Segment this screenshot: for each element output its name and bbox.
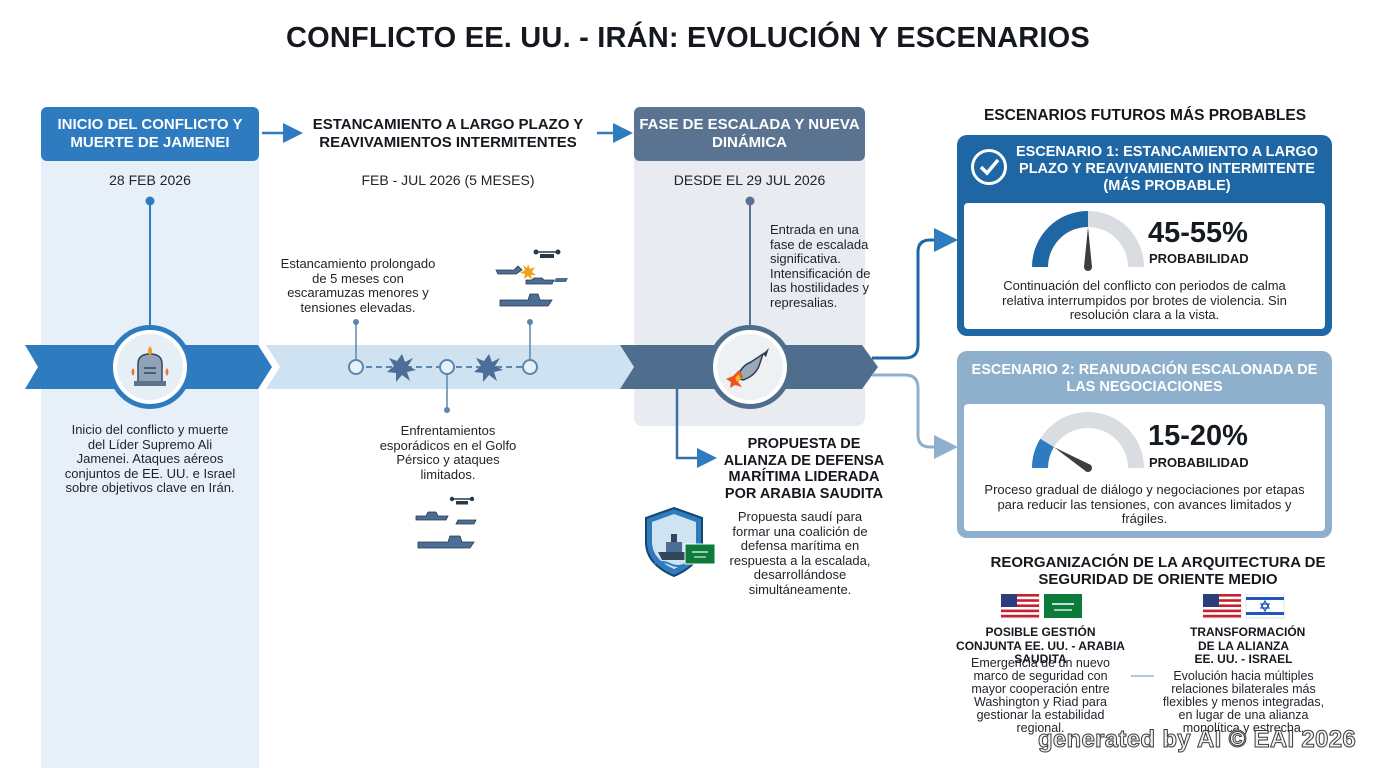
phase-3-icon-badge (708, 325, 792, 409)
saudi-proposal-title: PROPUESTA DE ALIANZA DE DEFENSA MARÍTIMA… (723, 436, 885, 502)
us-flag-icon (1001, 594, 1040, 619)
scenario-2-probability-label: PROBABILIDAD (1149, 455, 1249, 470)
saudi-flag-icon (1044, 594, 1082, 618)
gauge-icon (1032, 211, 1144, 271)
reorganization-title: REORGANIZACIÓN DE LA ARQUITECTURA DE SEG… (990, 554, 1326, 588)
scenario-2-percent: 15-20% (1148, 420, 1248, 452)
scenarios-title: ESCENARIOS FUTUROS MÁS PROBABLES (983, 107, 1307, 124)
reorganization-item-2-description: Evolución hacia múltiples relaciones bil… (1162, 669, 1325, 735)
warship-icon (415, 496, 477, 549)
phase-3-header: FASE DE ESCALADA Y NUEVA DINÁMICA (634, 107, 865, 161)
scenario-1-card: ESCENARIO 1: ESTANCAMIENTO A LARGO PLAZO… (957, 135, 1332, 336)
scenario-1-body: 45-55% PROBABILIDAD Continuación del con… (964, 203, 1325, 329)
flags-us-israel (1203, 594, 1285, 619)
tombstone-icon (117, 334, 183, 400)
us-flag-icon (1203, 594, 1242, 619)
phase-3-description: Entrada en una fase de escalada signific… (770, 222, 871, 310)
scenario-1-description: Continuación del conflicto con periodos … (1002, 278, 1287, 322)
phase-1-description: Inicio del conflicto y muerte del Líder … (64, 422, 236, 495)
saudi-flag-icon (684, 543, 716, 565)
check-icon (971, 149, 1007, 185)
scenario-2-title: ESCENARIO 2: REANUDACIÓN ESCALONADA DE L… (971, 362, 1318, 395)
watermark: generated by AI © EAI 2026 (1037, 726, 1356, 754)
reorganization-item-1-description: Emergencia de un nuevo marco de segurida… (971, 656, 1110, 735)
scenario-2-description: Proceso gradual de diálogo y negociacion… (984, 482, 1305, 526)
saudi-proposal-description: Propuesta saudí para formar una coalició… (729, 509, 871, 597)
warship-icon (495, 249, 568, 307)
scenario-2-card: ESCENARIO 2: REANUDACIÓN ESCALONADA DE L… (957, 351, 1332, 538)
phase-3-date: DESDE EL 29 JUL 2026 (673, 172, 826, 188)
phase-2-date: FEB - JUL 2026 (5 MESES) (361, 172, 535, 188)
drone-icon (449, 496, 475, 505)
page-title: CONFLICTO EE. UU. - IRÁN: EVOLUCIÓN Y ES… (286, 22, 1090, 54)
phase-2-note-top: Estancamiento prolongado de 5 meses con … (280, 256, 436, 315)
scenario-1-probability-label: PROBABILIDAD (1149, 251, 1249, 266)
explosion-icon (387, 354, 503, 382)
gauge-icon (1032, 412, 1144, 472)
shield-ship-icon (645, 506, 716, 578)
phase-1-date: 28 FEB 2026 (109, 172, 191, 188)
missile-icon (717, 334, 783, 400)
reorganization-item-2-title: TRANSFORMACIÓN DE LA ALIANZA EE. UU. - I… (1190, 625, 1306, 666)
scenario-1-percent: 45-55% (1148, 217, 1248, 249)
reorganization-item-1-title: POSIBLE GESTIÓN CONJUNTA EE. UU. - ARABI… (956, 625, 1125, 666)
phase-1-header: INICIO DEL CONFLICTO Y MUERTE DE JAMENEI (41, 107, 259, 161)
phase-2-header: ESTANCAMIENTO A LARGO PLAZO Y REAVIVAMIE… (312, 116, 584, 151)
scenario-2-body: 15-20% PROBABILIDAD Proceso gradual de d… (964, 404, 1325, 531)
drone-icon (533, 249, 561, 258)
phase-2-note-bottom: Enfrentamientos esporádicos en el Golfo … (379, 423, 517, 482)
israel-flag-icon (1245, 594, 1285, 619)
scenario-1-title: ESCENARIO 1: ESTANCAMIENTO A LARGO PLAZO… (1015, 144, 1319, 194)
phase-1-icon-badge (108, 325, 192, 409)
flags-us-saudi (1001, 594, 1082, 619)
